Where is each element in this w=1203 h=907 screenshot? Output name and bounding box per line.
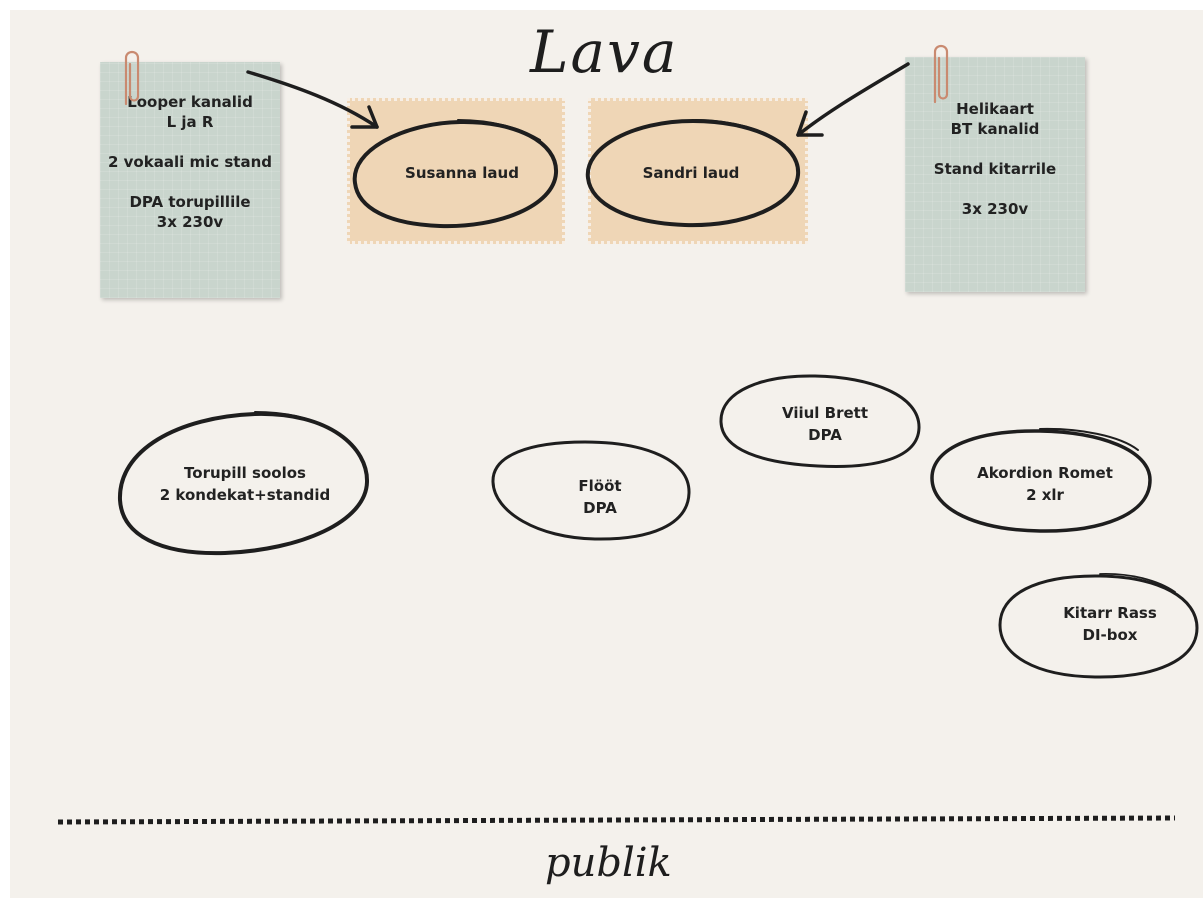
oval-sandri-tail — [694, 119, 786, 146]
instrument-viiul-detail: DPA — [808, 426, 842, 444]
oval-akordion — [930, 429, 1152, 533]
note-left-line: DPA torupillile — [129, 193, 251, 211]
oval-floot — [491, 440, 691, 541]
note-right-line: Stand kitarrile — [933, 160, 1057, 178]
instrument-akordion-detail: 2 xlr — [1026, 486, 1064, 504]
oval-kitarr-tail — [1099, 573, 1176, 593]
stage-title: Lava — [530, 18, 679, 86]
table-sandri-label: Sandri laud — [642, 164, 740, 182]
paperclip-icon — [124, 50, 140, 106]
instrument-floot-name: Flööt — [578, 477, 622, 495]
arrow-left-head — [350, 105, 379, 129]
instrument-torupill-detail: 2 kondekat+standid — [159, 486, 331, 504]
oval-torupill-tail — [254, 411, 329, 429]
instrument-viiul-label: Viiul Brett DPA — [750, 402, 900, 446]
oval-torupill — [117, 411, 370, 556]
instrument-floot-label: Flööt DPA — [530, 475, 670, 519]
oval-sandri — [585, 119, 801, 228]
note-left-text: Looper kanalid L ja R 2 vokaali mic stan… — [100, 92, 280, 232]
instrument-floot-detail: DPA — [583, 499, 617, 517]
instrument-viiul-name: Viiul Brett — [781, 404, 868, 422]
oval-susanna-tail — [457, 119, 541, 141]
ink-overlay — [57, 62, 1199, 825]
note-left-line: L ja R — [166, 113, 214, 131]
audience-line — [57, 815, 1176, 825]
note-left-line: 2 vokaali mic stand — [108, 153, 272, 171]
instrument-akordion-label: Akordion Romet 2 xlr — [960, 462, 1130, 506]
instrument-kitarr-detail: DI-box — [1082, 626, 1138, 644]
oval-viiul — [719, 374, 921, 468]
note-right-text: Helikaart BT kanalid Stand kitarrile 3x … — [905, 99, 1085, 219]
note-left-line: Looper kanalid — [127, 93, 253, 111]
arrow-right-head — [796, 110, 824, 137]
arrow-right — [796, 62, 910, 137]
oval-susanna — [352, 119, 559, 229]
note-right-line: Helikaart — [956, 100, 1034, 118]
instrument-kitarr-label: Kitarr Rass DI-box — [1035, 602, 1185, 646]
note-left: Looper kanalid L ja R 2 vokaali mic stan… — [100, 62, 280, 298]
arrow-left — [246, 70, 379, 129]
note-right-line: 3x 230v — [961, 200, 1029, 218]
paperclip-icon — [933, 44, 949, 104]
note-left-line: 3x 230v — [156, 213, 224, 231]
note-right-line: BT kanalid — [950, 120, 1040, 138]
instrument-akordion-name: Akordion Romet — [977, 464, 1113, 482]
oval-kitarr — [998, 574, 1199, 679]
stage-plot-canvas: Lava Looper kanalid L ja R 2 vokaali mic… — [10, 10, 1203, 898]
instrument-torupill-name: Torupill soolos — [184, 464, 306, 482]
oval-akordion-tail — [1039, 427, 1139, 451]
table-susanna-label: Susanna laud — [405, 164, 519, 182]
instrument-kitarr-name: Kitarr Rass — [1063, 604, 1157, 622]
instrument-torupill-label: Torupill soolos 2 kondekat+standid — [140, 462, 350, 506]
audience-label: publik — [545, 840, 672, 886]
